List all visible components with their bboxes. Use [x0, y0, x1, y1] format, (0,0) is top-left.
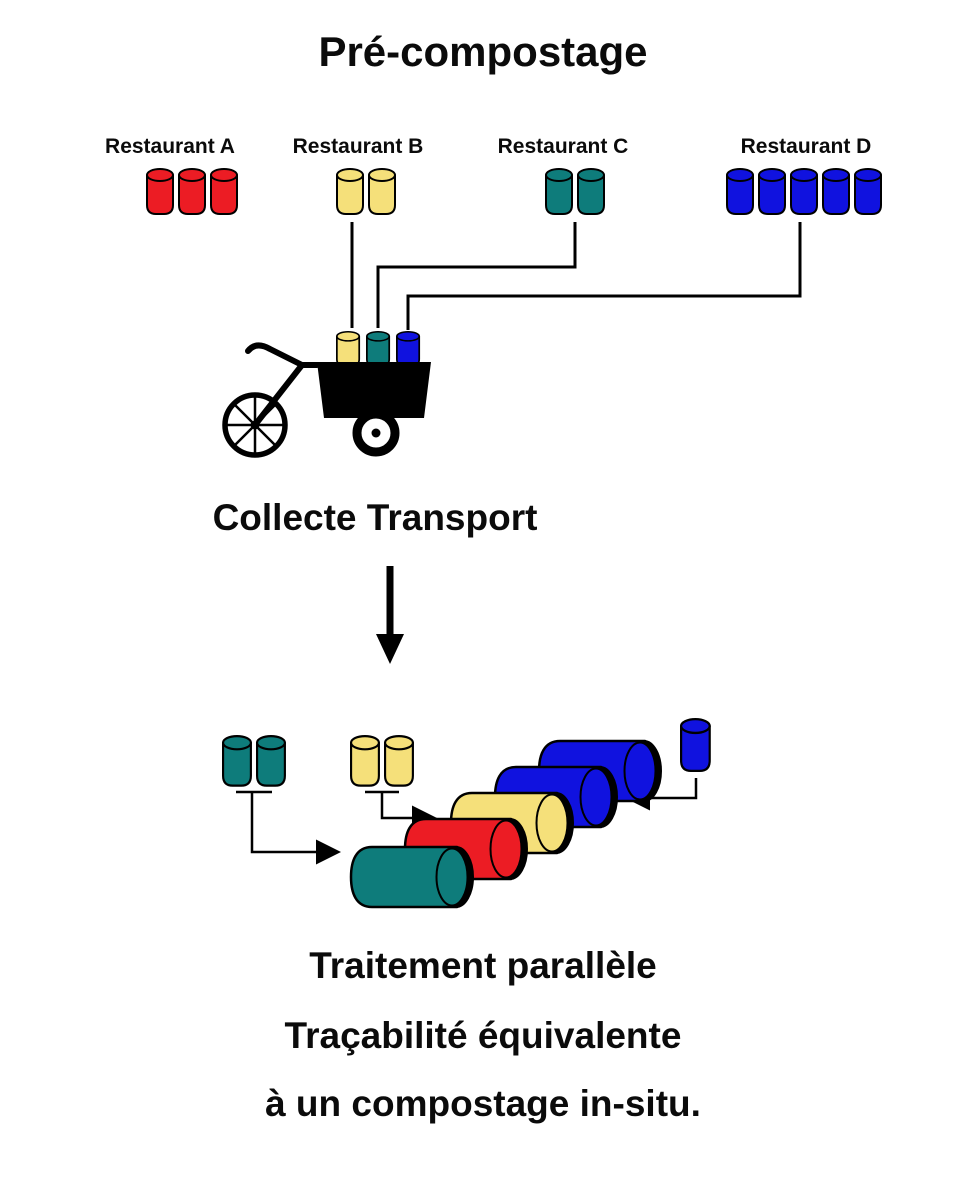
- waste-bin-icon: [577, 168, 605, 215]
- waste-bin-icon: [146, 168, 174, 215]
- waste-bin-icon: [822, 168, 850, 215]
- waste-bin-icon: [854, 168, 882, 215]
- bike-bin-icon: [365, 330, 391, 367]
- front-wheel-hub: [371, 428, 381, 438]
- restaurant-d-group: Restaurant D: [726, 135, 882, 215]
- restaurant-a-label: Restaurant A: [105, 135, 235, 158]
- waste-bin-icon: [679, 718, 711, 773]
- restaurant-d-label: Restaurant D: [741, 135, 872, 158]
- wheel-hub: [250, 420, 260, 430]
- waste-bin-icon: [790, 168, 818, 215]
- caption-line-2: Traçabilité équivalente: [285, 1015, 682, 1056]
- waste-bin-icon: [255, 734, 286, 787]
- waste-bin-icon: [545, 168, 573, 215]
- page-title: Pré-compostage: [318, 28, 647, 75]
- cargo-bike-icon: [222, 330, 431, 458]
- treatment-yellow-bins: [349, 734, 414, 787]
- bike-frame: [245, 342, 320, 428]
- waste-bin-icon: [758, 168, 786, 215]
- restaurant-b-label: Restaurant B: [293, 135, 424, 158]
- waste-bin-icon: [178, 168, 206, 215]
- waste-bin-icon: [383, 734, 414, 787]
- restaurant-c-label: Restaurant C: [498, 135, 629, 158]
- waste-bin-icon: [349, 734, 380, 787]
- waste-bin-icon: [726, 168, 754, 215]
- restaurant-b-group: Restaurant B: [293, 135, 424, 215]
- waste-bin-icon: [221, 734, 252, 787]
- feed-arrow-teal: [250, 792, 341, 865]
- restaurant-a-group: Restaurant A: [105, 135, 238, 215]
- connector-line-c: [376, 222, 577, 328]
- caption-line-3: à un compostage in-situ.: [265, 1083, 701, 1124]
- waste-bin-icon: [336, 168, 364, 215]
- caption-line-1: Traitement parallèle: [309, 945, 657, 986]
- feed-arrow-yellow: [380, 792, 437, 831]
- cargo-box: [317, 362, 431, 418]
- waste-bin-icon: [210, 168, 238, 215]
- bike-bin-icon: [335, 330, 361, 367]
- compost-drum-icon: [349, 845, 475, 909]
- collect-transport-label: Collecte Transport: [213, 497, 538, 538]
- restaurant-c-group: Restaurant C: [498, 135, 629, 215]
- treatment-blue-bin: [679, 718, 711, 773]
- down-arrow-icon: [376, 566, 404, 664]
- connector-line-d: [406, 222, 802, 330]
- treatment-teal-bins: [221, 734, 286, 787]
- waste-bin-icon: [368, 168, 396, 215]
- bike-bin-icon: [395, 330, 421, 367]
